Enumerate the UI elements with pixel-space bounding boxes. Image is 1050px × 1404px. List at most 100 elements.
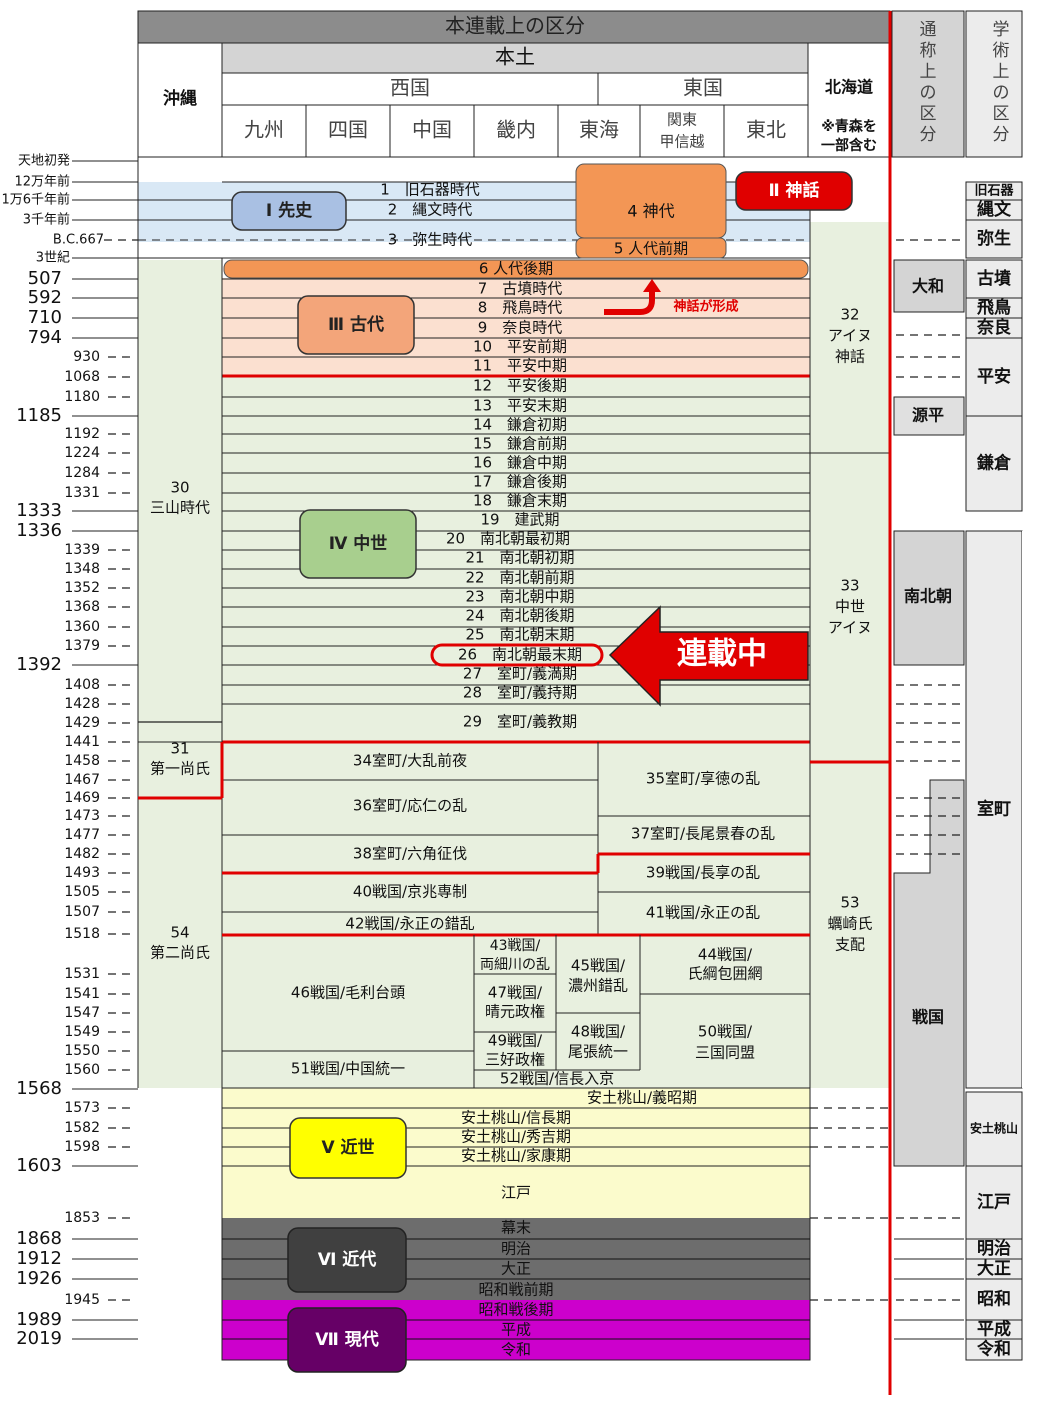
period-label: 40戦国/京兆専制	[353, 883, 467, 901]
header-region-cell	[473, 104, 559, 158]
period-label: 43戦国/	[490, 938, 541, 954]
ainu-label: 33	[840, 577, 859, 595]
period-label: 7 古墳時代	[478, 280, 563, 298]
header-tsusho-char: 区	[920, 104, 937, 124]
gakujutsu-label: 平成	[977, 1319, 1011, 1340]
year-label: 1441	[64, 734, 100, 750]
period-label: 16 鎌倉中期	[473, 454, 567, 472]
year-label: 1180	[64, 389, 100, 405]
period-label-cont: 三好政権	[485, 1051, 545, 1069]
header-tsusho-char: 分	[920, 125, 937, 145]
period-label: 平成	[501, 1321, 531, 1339]
year-label: 1550	[64, 1043, 100, 1059]
header-saigoku-label: 西国	[390, 76, 430, 100]
period-label: 15 鎌倉前期	[473, 435, 567, 453]
period-label-cont: 尾張統一	[568, 1043, 628, 1061]
year-label: 3千年前	[23, 212, 70, 228]
period-label: 5 人代前期	[614, 240, 688, 258]
period-label: 18 鎌倉末期	[473, 492, 567, 510]
badge-modern-label: Ⅵ 近代	[318, 1249, 377, 1270]
gakujutsu-muromachi-notch	[1022, 531, 1023, 1088]
period-label: 41戦国/永正の乱	[646, 904, 760, 922]
gakujutsu-label: 鎌倉	[976, 453, 1012, 474]
header-region-cell	[389, 104, 475, 158]
header-hondo-label: 本土	[495, 45, 535, 69]
year-label: 3世紀	[36, 251, 70, 266]
header-gakujutsu	[965, 10, 1023, 158]
year-label: 794	[28, 327, 62, 348]
badge-myth	[735, 171, 853, 211]
jindai-late-box	[223, 259, 809, 279]
year-label: B.C.667	[53, 233, 104, 248]
year-label: 12万年前	[14, 174, 70, 190]
period-label: 安土桃山/家康期	[461, 1147, 571, 1165]
ainu-label: アイヌ	[828, 327, 872, 345]
year-label: 1368	[64, 599, 100, 615]
badge-medieval-label: Ⅳ 中世	[329, 533, 388, 554]
gakujutsu-cell	[965, 1338, 1023, 1361]
gakujutsu-cell	[965, 1278, 1023, 1321]
okinawa-label: 31	[170, 740, 189, 758]
year-label: 592	[28, 287, 62, 308]
tsusho-label: 大和	[912, 277, 944, 296]
year-label: 1989	[16, 1309, 62, 1330]
gakujutsu-label: 弥生	[977, 228, 1011, 249]
period-label: 安土桃山/信長期	[461, 1109, 571, 1127]
period-label: 44戦国/	[698, 946, 753, 964]
period-label: 3 弥生時代	[388, 231, 473, 249]
header-gakujutsu-char: 区	[993, 104, 1010, 124]
year-label: 1224	[64, 445, 100, 461]
header-region-label: 中国	[412, 118, 452, 142]
gakujutsu-label: 令和	[977, 1339, 1011, 1360]
period-label: 安土桃山/義昭期	[587, 1089, 697, 1107]
year-label: 1549	[64, 1024, 100, 1040]
year-label: 1541	[64, 986, 100, 1002]
period-label: 37室町/長尾景春の乱	[631, 825, 775, 843]
header-hokkaido	[807, 42, 891, 158]
gakujutsu-label: 縄文	[977, 199, 1012, 220]
header-region-label: 東北	[746, 118, 786, 142]
badge-ancient	[297, 295, 415, 355]
prehistory-band-okinawa	[138, 182, 222, 242]
gakujutsu-cell	[965, 415, 1023, 512]
gakujutsu-label: 江戸	[977, 1193, 1011, 1213]
gakujutsu-label: 安土桃山	[970, 1121, 1018, 1136]
header-tsusho-char: 上	[920, 62, 937, 82]
year-label: 1473	[64, 808, 100, 824]
year-label: 1068	[64, 369, 100, 385]
year-label: 1573	[64, 1100, 100, 1116]
period-label-cont: 三国同盟	[695, 1044, 755, 1062]
period-label: 48戦国/	[571, 1023, 626, 1041]
gakujutsu-label: 飛鳥	[976, 297, 1011, 318]
year-label: 1360	[64, 619, 100, 635]
period-label: 42戦国/永正の錯乱	[345, 915, 474, 933]
header-region-label: 関東	[667, 111, 697, 129]
header-region-label: 四国	[328, 118, 368, 142]
header-top	[137, 10, 891, 44]
header-hokkaido-note: 一部含む	[821, 137, 877, 154]
year-label: 1339	[64, 542, 100, 558]
tsusho-label: 南北朝	[904, 587, 952, 606]
header-gakujutsu-char: 分	[993, 125, 1010, 145]
header-region-cell	[221, 104, 307, 158]
period-label: 34室町/大乱前夜	[353, 752, 467, 770]
badge-early-modern	[289, 1117, 407, 1179]
header-gakujutsu-char: 術	[993, 41, 1010, 61]
gakujutsu-label: 古墳	[977, 268, 1011, 289]
header-tsusho-char: 称	[920, 41, 937, 61]
year-label: 1352	[64, 580, 100, 596]
header-region-cell	[305, 104, 391, 158]
period-label: 大正	[501, 1260, 531, 1278]
year-label: 1467	[64, 772, 100, 788]
period-label: 45戦国/	[571, 957, 626, 975]
year-label: 1428	[64, 696, 100, 712]
year-label: 1505	[64, 884, 100, 900]
year-label: 1348	[64, 561, 100, 577]
year-label: 1547	[64, 1005, 100, 1021]
header-gakujutsu-char: 上	[993, 62, 1010, 82]
year-label: 1万6千年前	[1, 192, 70, 208]
year-label: 1603	[16, 1155, 62, 1176]
okinawa-label: 30	[170, 479, 189, 497]
gakujutsu-label: 明治	[977, 1238, 1011, 1259]
badge-myth-label: Ⅱ 神話	[768, 180, 819, 201]
